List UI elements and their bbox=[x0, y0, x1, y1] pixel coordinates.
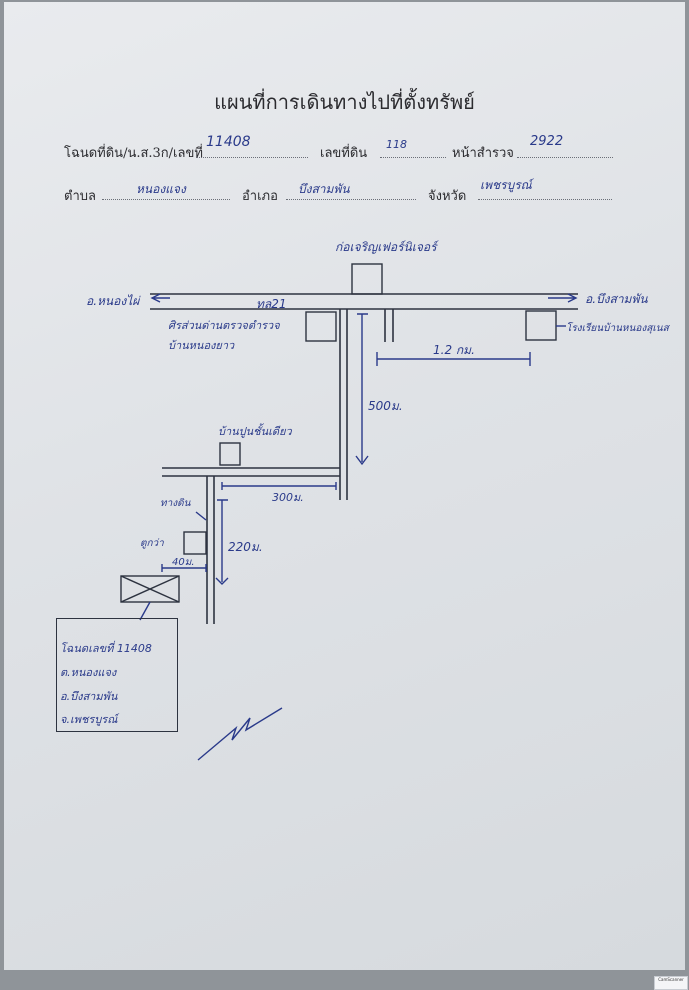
dist-side-label: 220ม. bbox=[228, 540, 263, 554]
hut-label: ตูกว่า bbox=[140, 538, 164, 549]
signature-scribble bbox=[197, 707, 283, 761]
house-label: บ้านปูนชั้นเดียว bbox=[218, 425, 292, 438]
deed-info-line-4: จ.เพชรบูรณ์ bbox=[60, 713, 118, 726]
village-label: บ้านหนองยาว bbox=[168, 339, 235, 352]
west-town-label: อ.หนองไผ่ bbox=[86, 294, 140, 308]
school-label: โรงเรียนบ้านหนองสุเนส bbox=[566, 323, 669, 334]
dist-plot-label: 40ม. bbox=[172, 557, 195, 568]
dim-south bbox=[355, 313, 369, 466]
subdistrict-dotline bbox=[102, 199, 230, 200]
plot-pointer bbox=[139, 601, 151, 621]
dim-plot bbox=[161, 564, 207, 572]
survey-page-label: หน้าสำรวจ bbox=[452, 146, 514, 161]
survey-page-number: 2922 bbox=[530, 134, 564, 149]
province-value: เพชรบูรณ์ bbox=[480, 178, 532, 192]
west-arrow bbox=[150, 293, 170, 303]
dim-lane bbox=[221, 482, 337, 490]
subdistrict-label: ตำบล bbox=[64, 189, 96, 204]
land-number: 118 bbox=[386, 138, 407, 151]
province-label: จังหวัด bbox=[428, 189, 467, 204]
subdistrict-value: หนองแจง bbox=[136, 182, 186, 196]
deed-dotline bbox=[196, 157, 308, 158]
deed-info-line-2: ต.หนองแจง bbox=[60, 666, 117, 679]
land-no-label: เลขที่ดิน bbox=[320, 146, 368, 161]
district-dotline bbox=[286, 199, 416, 200]
path-label: ทางดิน bbox=[160, 498, 191, 509]
dim-east bbox=[376, 352, 531, 366]
store-label: ก่อเจริญเฟอร์นิเจอร์ bbox=[335, 240, 437, 254]
dist-east-label: 1.2 กม. bbox=[433, 343, 475, 357]
paper-sheet bbox=[4, 2, 685, 970]
district-value: บึงสามพัน bbox=[298, 182, 350, 196]
store-building bbox=[351, 263, 383, 295]
east-town-label: อ.บึงสามพัน bbox=[585, 292, 648, 306]
deed-info-line-3: อ.บึงสามพัน bbox=[60, 690, 118, 703]
school-building bbox=[525, 310, 557, 341]
province-dotline bbox=[478, 199, 612, 200]
survey-page-dotline bbox=[517, 157, 613, 158]
deed-info-line-1: โฉนดเลขที่ 11408 bbox=[60, 642, 152, 655]
page-title: แผนที่การเดินทางไปที่ตั้งทรัพย์ bbox=[214, 90, 475, 114]
dist-lane-label: 300ม. bbox=[272, 491, 304, 504]
district-label: อำเภอ bbox=[242, 189, 278, 204]
deed-number: 11408 bbox=[206, 134, 251, 150]
deed-label: โฉนดที่ดิน/น.ส.3ก/เลขที่ bbox=[64, 146, 203, 161]
dim-side bbox=[215, 499, 229, 585]
land-no-dotline bbox=[380, 157, 446, 158]
police-building bbox=[305, 311, 337, 342]
deed-info-box: โฉนดเลขที่ 11408 ต.หนองแจง อ.บึงสามพัน จ… bbox=[56, 618, 178, 732]
path-pointer bbox=[195, 511, 207, 521]
east-arrow bbox=[548, 293, 578, 303]
highway-label: ทล21 bbox=[256, 297, 287, 311]
hut-building bbox=[183, 531, 207, 555]
scanner-watermark: CamScanner bbox=[654, 976, 688, 990]
dist-south-label: 500ม. bbox=[368, 399, 403, 413]
police-label: ศิรส่วนด่านตรวจตำรวจ bbox=[168, 319, 280, 332]
concrete-house bbox=[219, 442, 241, 466]
property-cross bbox=[120, 575, 180, 603]
